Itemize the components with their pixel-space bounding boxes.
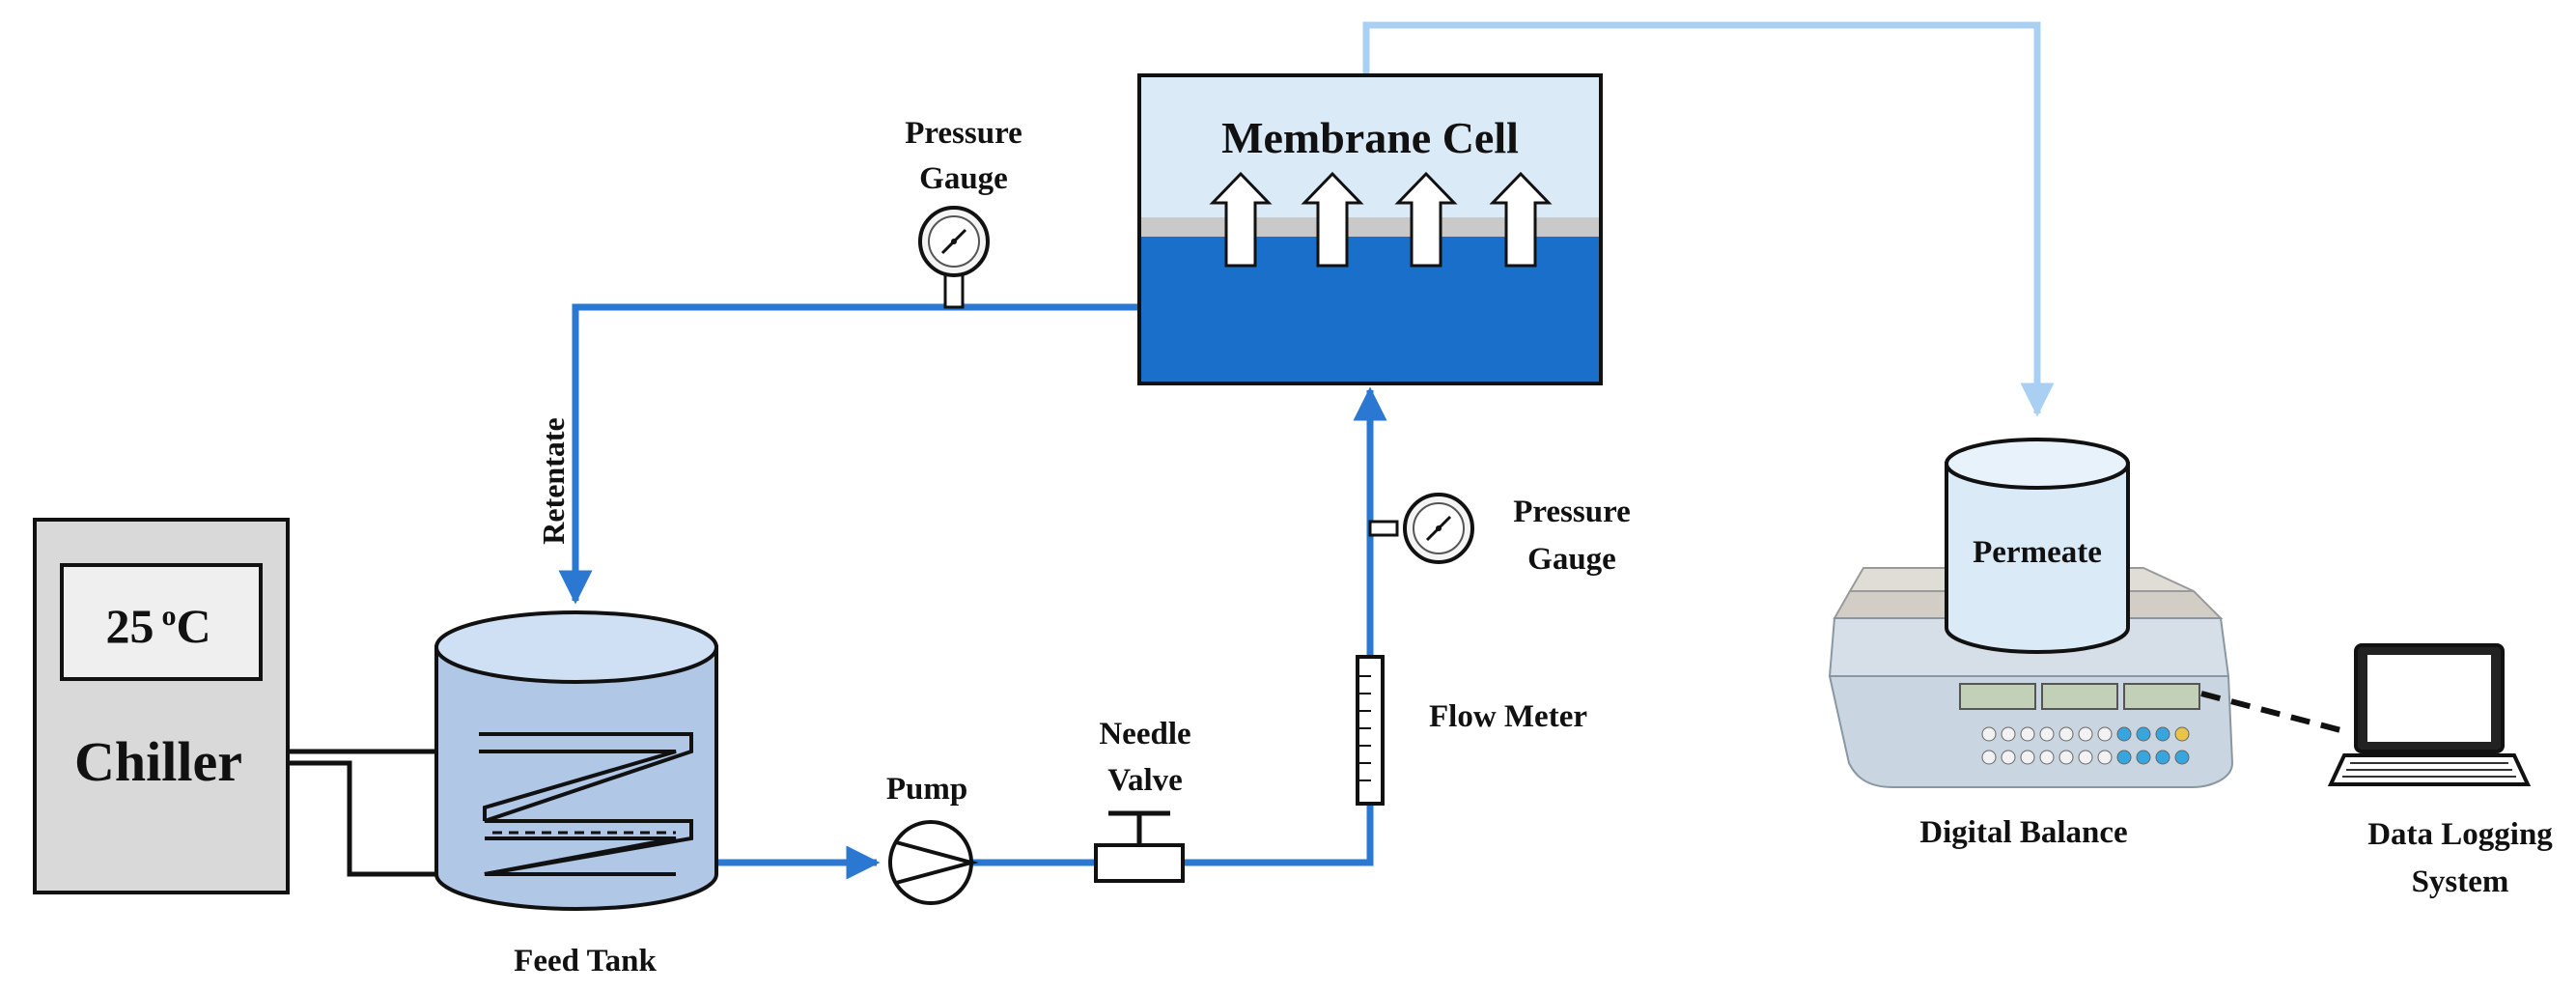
pump-label: Pump [886, 772, 967, 807]
valve-to-cell-pipe [1184, 386, 1387, 866]
permeation-arrows [1209, 171, 1553, 268]
pressure-gauge-right-label-line1: Pressure [1513, 495, 1631, 529]
permeate-container [1945, 438, 2130, 654]
pump [888, 820, 979, 905]
permeate-line [1362, 21, 2055, 417]
needle-valve-label-line1: Needle [1099, 717, 1190, 751]
cooling-coil [479, 732, 693, 876]
permeation-arrow-icon [1301, 171, 1364, 268]
pressure-gauge-top-label-line2: Gauge [919, 161, 1008, 196]
balance-display [1959, 683, 2036, 710]
pressure-gauge-right [1368, 493, 1474, 564]
membrane-cell-label: Membrane Cell [1221, 113, 1519, 162]
pressure-gauge-right-label-line2: Gauge [1527, 542, 1616, 577]
flow-meter-label: Flow Meter [1429, 699, 1587, 734]
balance-display [2041, 683, 2118, 710]
flow-meter [1356, 655, 1385, 806]
digital-balance-label: Digital Balance [1919, 815, 2127, 850]
pressure-gauge-top-label-line1: Pressure [905, 116, 1022, 151]
data-logging-label-line2: System [2412, 864, 2509, 899]
balance-display [2123, 683, 2200, 710]
membrane-cell: Membrane Cell [1137, 73, 1603, 385]
data-connection-line [2200, 691, 2349, 735]
chiller-label: Chiller [74, 730, 242, 793]
permeation-arrow-icon [1394, 171, 1458, 268]
chiller-tube-lower [288, 760, 479, 877]
needle-valve-label-line2: Valve [1107, 763, 1183, 798]
chiller-display [60, 563, 263, 681]
feed-tank [434, 610, 718, 911]
retentate-pipe [558, 303, 1139, 605]
pressure-gauge-top [918, 206, 990, 309]
laptop-icon [2327, 643, 2532, 786]
data-logging-label-line1: Data Logging [2367, 817, 2553, 852]
balance-keypad [1981, 726, 2190, 765]
permeation-arrow-icon [1209, 171, 1273, 268]
feed-tank-label: Feed Tank [514, 944, 657, 978]
retentate-label: Retentate [536, 417, 571, 544]
needle-valve [1094, 810, 1185, 883]
permeate-label: Permeate [1973, 535, 2102, 570]
permeation-arrow-icon [1489, 171, 1553, 268]
